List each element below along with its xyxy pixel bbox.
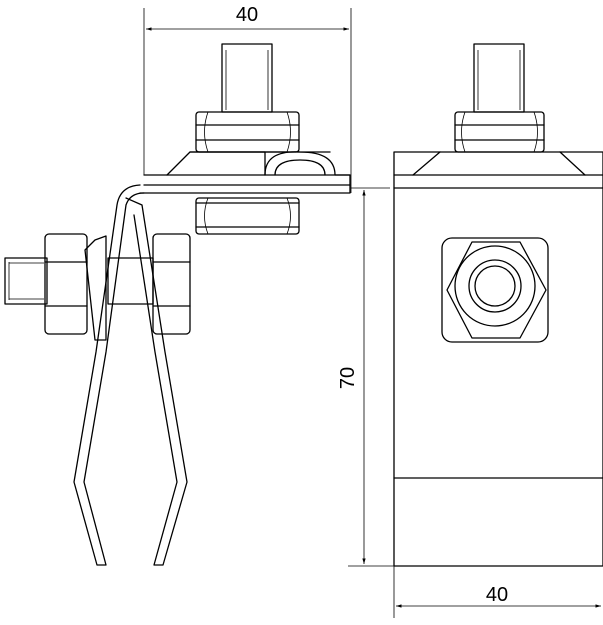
side-bolt	[4, 233, 191, 341]
front-body	[393, 151, 603, 567]
dimension-label-height: 70	[337, 367, 359, 389]
dimension-bottom-width: 40	[393, 566, 601, 618]
front-stud	[473, 43, 525, 113]
upper-hex-nut	[195, 111, 300, 153]
dimension-label-top: 40	[236, 4, 258, 26]
dimension-top-width: 40	[143, 4, 352, 193]
front-hex-nut	[454, 111, 545, 153]
dimension-label-bottom: 40	[486, 584, 508, 606]
spring-arms	[73, 184, 188, 566]
front-hole-nut	[441, 237, 549, 343]
saddle-washer	[166, 151, 351, 176]
bracket-plate	[139, 174, 351, 194]
lower-hex-nut	[195, 197, 300, 235]
upper-stud	[221, 43, 273, 113]
side-view: 40 70	[4, 4, 603, 567]
front-view: 40	[393, 43, 603, 618]
